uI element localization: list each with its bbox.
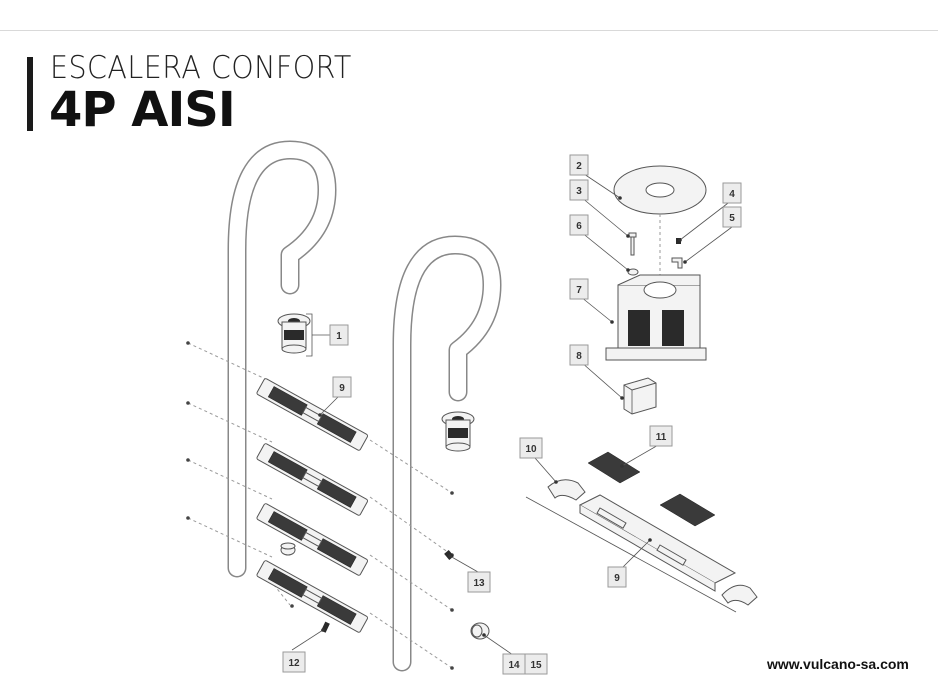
mesh-pad-11a (587, 451, 641, 484)
washer-6 (627, 268, 639, 276)
callout-13: 13 (467, 571, 491, 593)
callout-14: 14 (502, 653, 526, 675)
clip-4-5 (671, 238, 683, 269)
title-line-2: 4P AISI (49, 82, 236, 138)
callout-13-label: 13 (473, 578, 485, 589)
bolt-3 (628, 232, 637, 256)
callout-4-label: 4 (729, 189, 735, 200)
title-line-1: ESCALERA CONFORT (50, 50, 352, 86)
anchor-body-7 (605, 274, 707, 361)
callout-1: 1 (329, 324, 349, 346)
mesh-pad-11b (659, 493, 716, 527)
website-link[interactable]: www.vulcano-sa.com (767, 656, 909, 672)
callout-10-label: 10 (525, 444, 537, 455)
callout-15-label: 15 (530, 660, 542, 671)
callout-9-ladder-label: 9 (339, 383, 345, 394)
right-handrail (392, 235, 502, 672)
callout-6-label: 6 (576, 221, 582, 232)
cover-plate-2 (613, 165, 707, 215)
anchor-flange-right (441, 411, 475, 452)
title-accent-bar (27, 57, 33, 131)
leader-dots (318, 196, 687, 637)
callout-2-label: 2 (576, 161, 582, 172)
bracket-10-right (721, 584, 758, 606)
callout-2: 2 (569, 154, 589, 176)
callout-3-label: 3 (576, 186, 582, 197)
ladder-step-1 (256, 378, 368, 451)
callout-1-label: 1 (336, 331, 342, 342)
callout-8: 8 (569, 344, 589, 366)
callout-10: 10 (519, 437, 543, 459)
ladder-step-2 (256, 443, 368, 516)
callout-4: 4 (722, 182, 742, 204)
leader-lines (291, 171, 733, 656)
bracket-10-left (547, 479, 586, 501)
callout-12: 12 (282, 651, 306, 673)
end-cap-14-15 (470, 622, 490, 640)
step-detail-9 (525, 494, 737, 613)
ladder-step-4 (256, 560, 368, 633)
callout-8-label: 8 (576, 351, 582, 362)
anchor-flange-left (277, 313, 311, 354)
ladder-step-3 (256, 503, 368, 576)
callout-7-label: 7 (576, 285, 582, 296)
callout-9-step-label: 9 (614, 573, 620, 584)
callout-9-step: 9 (607, 566, 627, 588)
base-block-8 (623, 377, 657, 415)
cap-part (280, 542, 296, 556)
callout-11: 11 (649, 425, 673, 447)
callout-14-label: 14 (508, 660, 520, 671)
bolt-lines-left (186, 341, 294, 608)
callout-5: 5 (722, 206, 742, 228)
bolt-lines-right (369, 439, 454, 670)
header-divider (0, 30, 938, 31)
callout-11-label: 11 (656, 432, 667, 443)
callout-7: 7 (569, 278, 589, 300)
callout-3: 3 (569, 179, 589, 201)
callout-5-label: 5 (729, 213, 735, 224)
callout-12-label: 12 (288, 658, 300, 669)
callout-6: 6 (569, 214, 589, 236)
callout-9-ladder: 9 (332, 376, 352, 398)
callout-15: 15 (524, 653, 548, 675)
left-handrail (227, 140, 337, 578)
